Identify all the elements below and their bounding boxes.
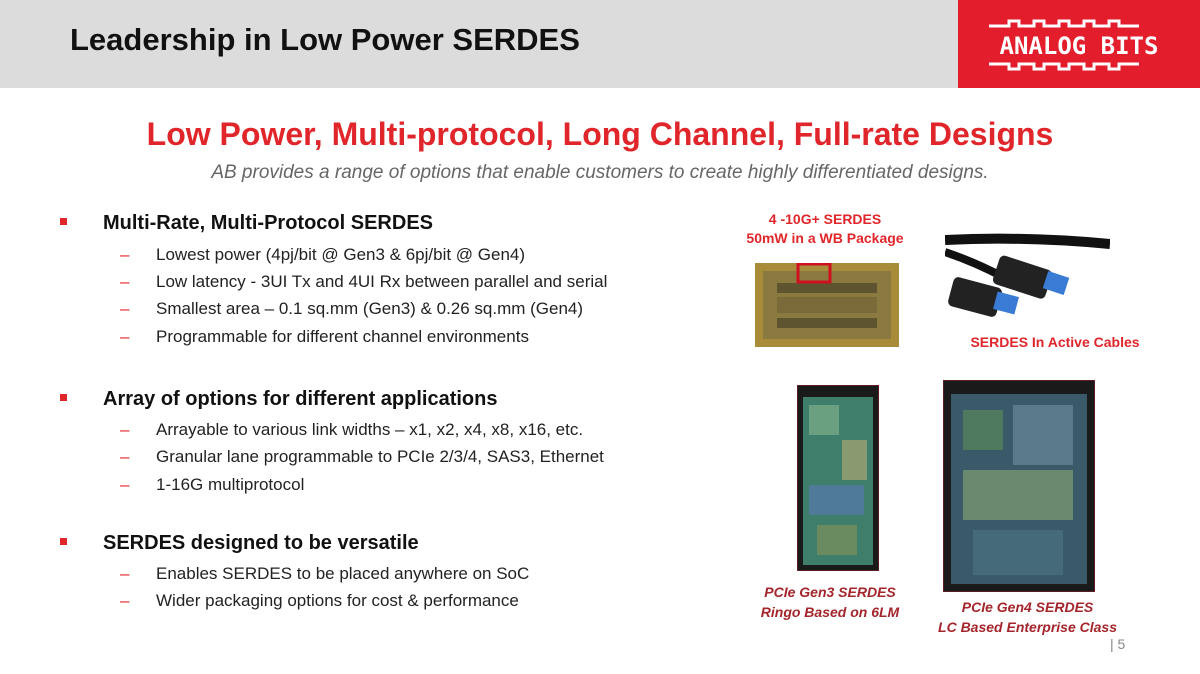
bullet-square-icon <box>60 218 67 225</box>
gen3-layout-image <box>797 385 879 571</box>
sub-bullet-text: Smallest area – 0.1 sq.mm (Gen3) & 0.26 … <box>156 299 584 318</box>
headline: Low Power, Multi-protocol, Long Channel,… <box>146 116 1054 152</box>
slide-title: Leadership in Low Power SERDES <box>70 22 580 57</box>
sub-bullet-text: Lowest power (4pj/bit @ Gen3 & 6pj/bit @… <box>156 245 526 264</box>
bullet-label: Multi-Rate, Multi-Protocol SERDES <box>103 212 433 234</box>
sub-bullet-text: Wider packaging options for cost & perfo… <box>156 591 519 610</box>
chip-die-image <box>755 263 899 347</box>
sub-bullet-text: 1-16G multiprotocol <box>156 475 305 494</box>
sub-bullet-text: Enables SERDES to be placed anywhere on … <box>156 564 530 583</box>
sub-bullet-text: Arrayable to various link widths – x1, x… <box>156 420 584 439</box>
bullet-label: Array of options for different applicati… <box>103 388 498 410</box>
sub-bullet-text: Granular lane programmable to PCIe 2/3/4… <box>156 447 604 466</box>
cables-caption: SERDES In Active Cables <box>970 334 1140 350</box>
bullet-square-icon <box>60 394 67 401</box>
gen4-layout-image <box>943 380 1095 592</box>
active-cables-image <box>945 233 1110 317</box>
subtitle: AB provides a range of options that enab… <box>211 162 989 183</box>
bullet-label: SERDES designed to be versatile <box>103 532 419 554</box>
svg-text:ANALOG BITS: ANALOG BITS <box>1000 32 1159 60</box>
analog-bits-logo: ANALOG BITS <box>958 0 1200 88</box>
sub-bullet-text: Low latency - 3UI Tx and 4UI Rx between … <box>156 272 608 291</box>
bullet-square-icon <box>60 538 67 545</box>
page-number: | 5 <box>1110 636 1126 652</box>
sub-bullet-text: Programmable for different channel envir… <box>156 327 529 346</box>
